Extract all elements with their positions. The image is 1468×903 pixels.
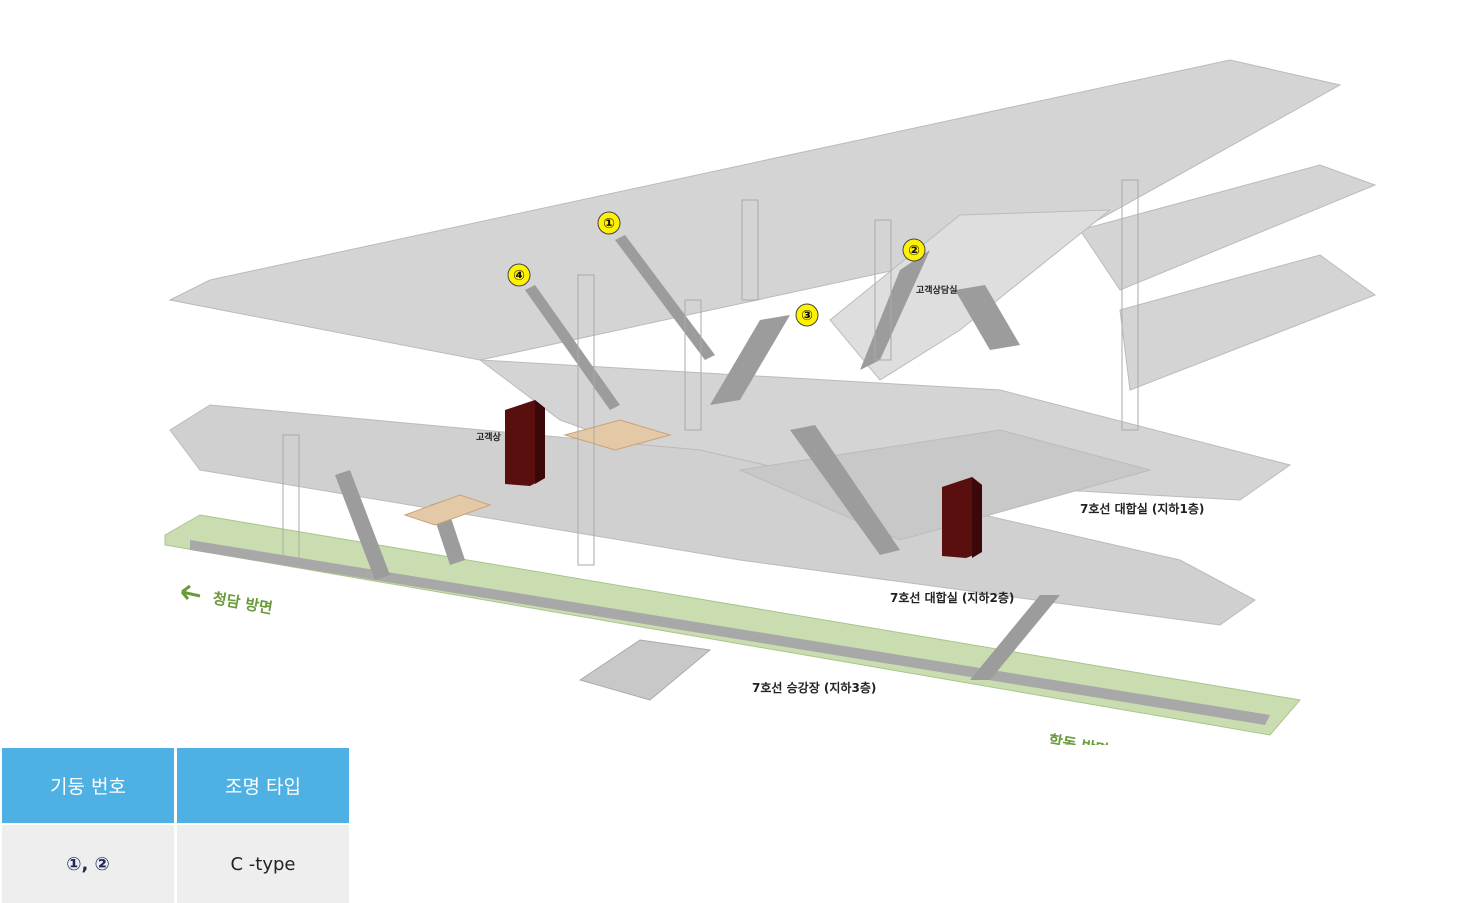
- b3-platform-label: 7호선 승강장 (지하3층): [752, 680, 876, 695]
- exit-3-marker: [795, 303, 819, 327]
- exit-4-label: ④: [513, 268, 525, 284]
- direction-left-label: 청담 방면: [211, 589, 274, 617]
- b2-concourse-label: 7호선 대합실 (지하2층): [890, 590, 1014, 605]
- legend-cell-type: C -type: [175, 823, 352, 903]
- b1-concourse-label: 7호선 대합실 (지하1층): [1080, 501, 1204, 516]
- escalator-2: [860, 250, 930, 370]
- toilet-lower: [403, 494, 492, 526]
- legend-cell-pillars: ①, ②: [2, 823, 177, 903]
- elevator-shaft-1: [577, 274, 595, 566]
- b2-concourse: [169, 404, 1256, 626]
- pillar-2-label: ②: [946, 512, 961, 533]
- exit-3-label: ③: [801, 308, 813, 324]
- customer-center-upper: 고객상담실: [916, 284, 957, 296]
- elevator-shaft-2: [684, 299, 702, 431]
- direction-left: 청담 방면: [180, 584, 274, 617]
- direction-right: 학동 방면: [1047, 731, 1110, 745]
- legend-header-row: 기둥 번호 조명 타입: [2, 748, 352, 824]
- exit-2-label: ②: [908, 243, 920, 259]
- legend-header-pillar: 기둥 번호: [2, 748, 177, 824]
- escalator-4: [525, 285, 620, 410]
- escalator-1: [615, 235, 715, 360]
- exit-1-marker: [597, 211, 621, 235]
- escalator-b1-b2: [790, 425, 900, 555]
- pillar-lighting-legend: 기둥 번호 조명 타입 ①, ② C -type: [2, 748, 352, 903]
- customer-center-lower: 고객상: [476, 431, 502, 443]
- pillar-1-label: ①: [509, 438, 524, 459]
- b1-corridor-east-1: [1079, 164, 1377, 291]
- elevator-shaft-4: [874, 219, 892, 361]
- station-diagram: ① ② ① ② ③ ④ 고객상담실 고객상 7호선 대합실 (지하1층) 7호선…: [164, 59, 1377, 745]
- escalator-b2-b3: [970, 595, 1060, 680]
- toilet-upper: [563, 419, 672, 451]
- pillar-2-side: [972, 477, 982, 558]
- pillar-1-side: [535, 400, 545, 484]
- elevator-shaft-5: [282, 434, 300, 561]
- legend-header-lighting: 조명 타입: [175, 748, 352, 824]
- escalator-east: [955, 285, 1020, 350]
- b3-track: [190, 540, 1270, 725]
- elevator-shaft-6: [1121, 179, 1139, 431]
- direction-right-label: 학동 방면: [1047, 731, 1110, 745]
- arrow-left-icon: [180, 584, 201, 600]
- b2-side: [738, 429, 1152, 541]
- legend-row: ①, ② C -type: [2, 823, 352, 903]
- exit-4-marker: [507, 263, 531, 287]
- b3-south-wing: [578, 639, 712, 701]
- escalator-3: [710, 315, 790, 405]
- exit-2-marker: [902, 238, 926, 262]
- elevator-shaft-3: [741, 199, 759, 301]
- stair-west: [335, 470, 390, 580]
- b1-corridor-east-2: [1119, 254, 1377, 391]
- exit-1-label: ①: [603, 216, 615, 232]
